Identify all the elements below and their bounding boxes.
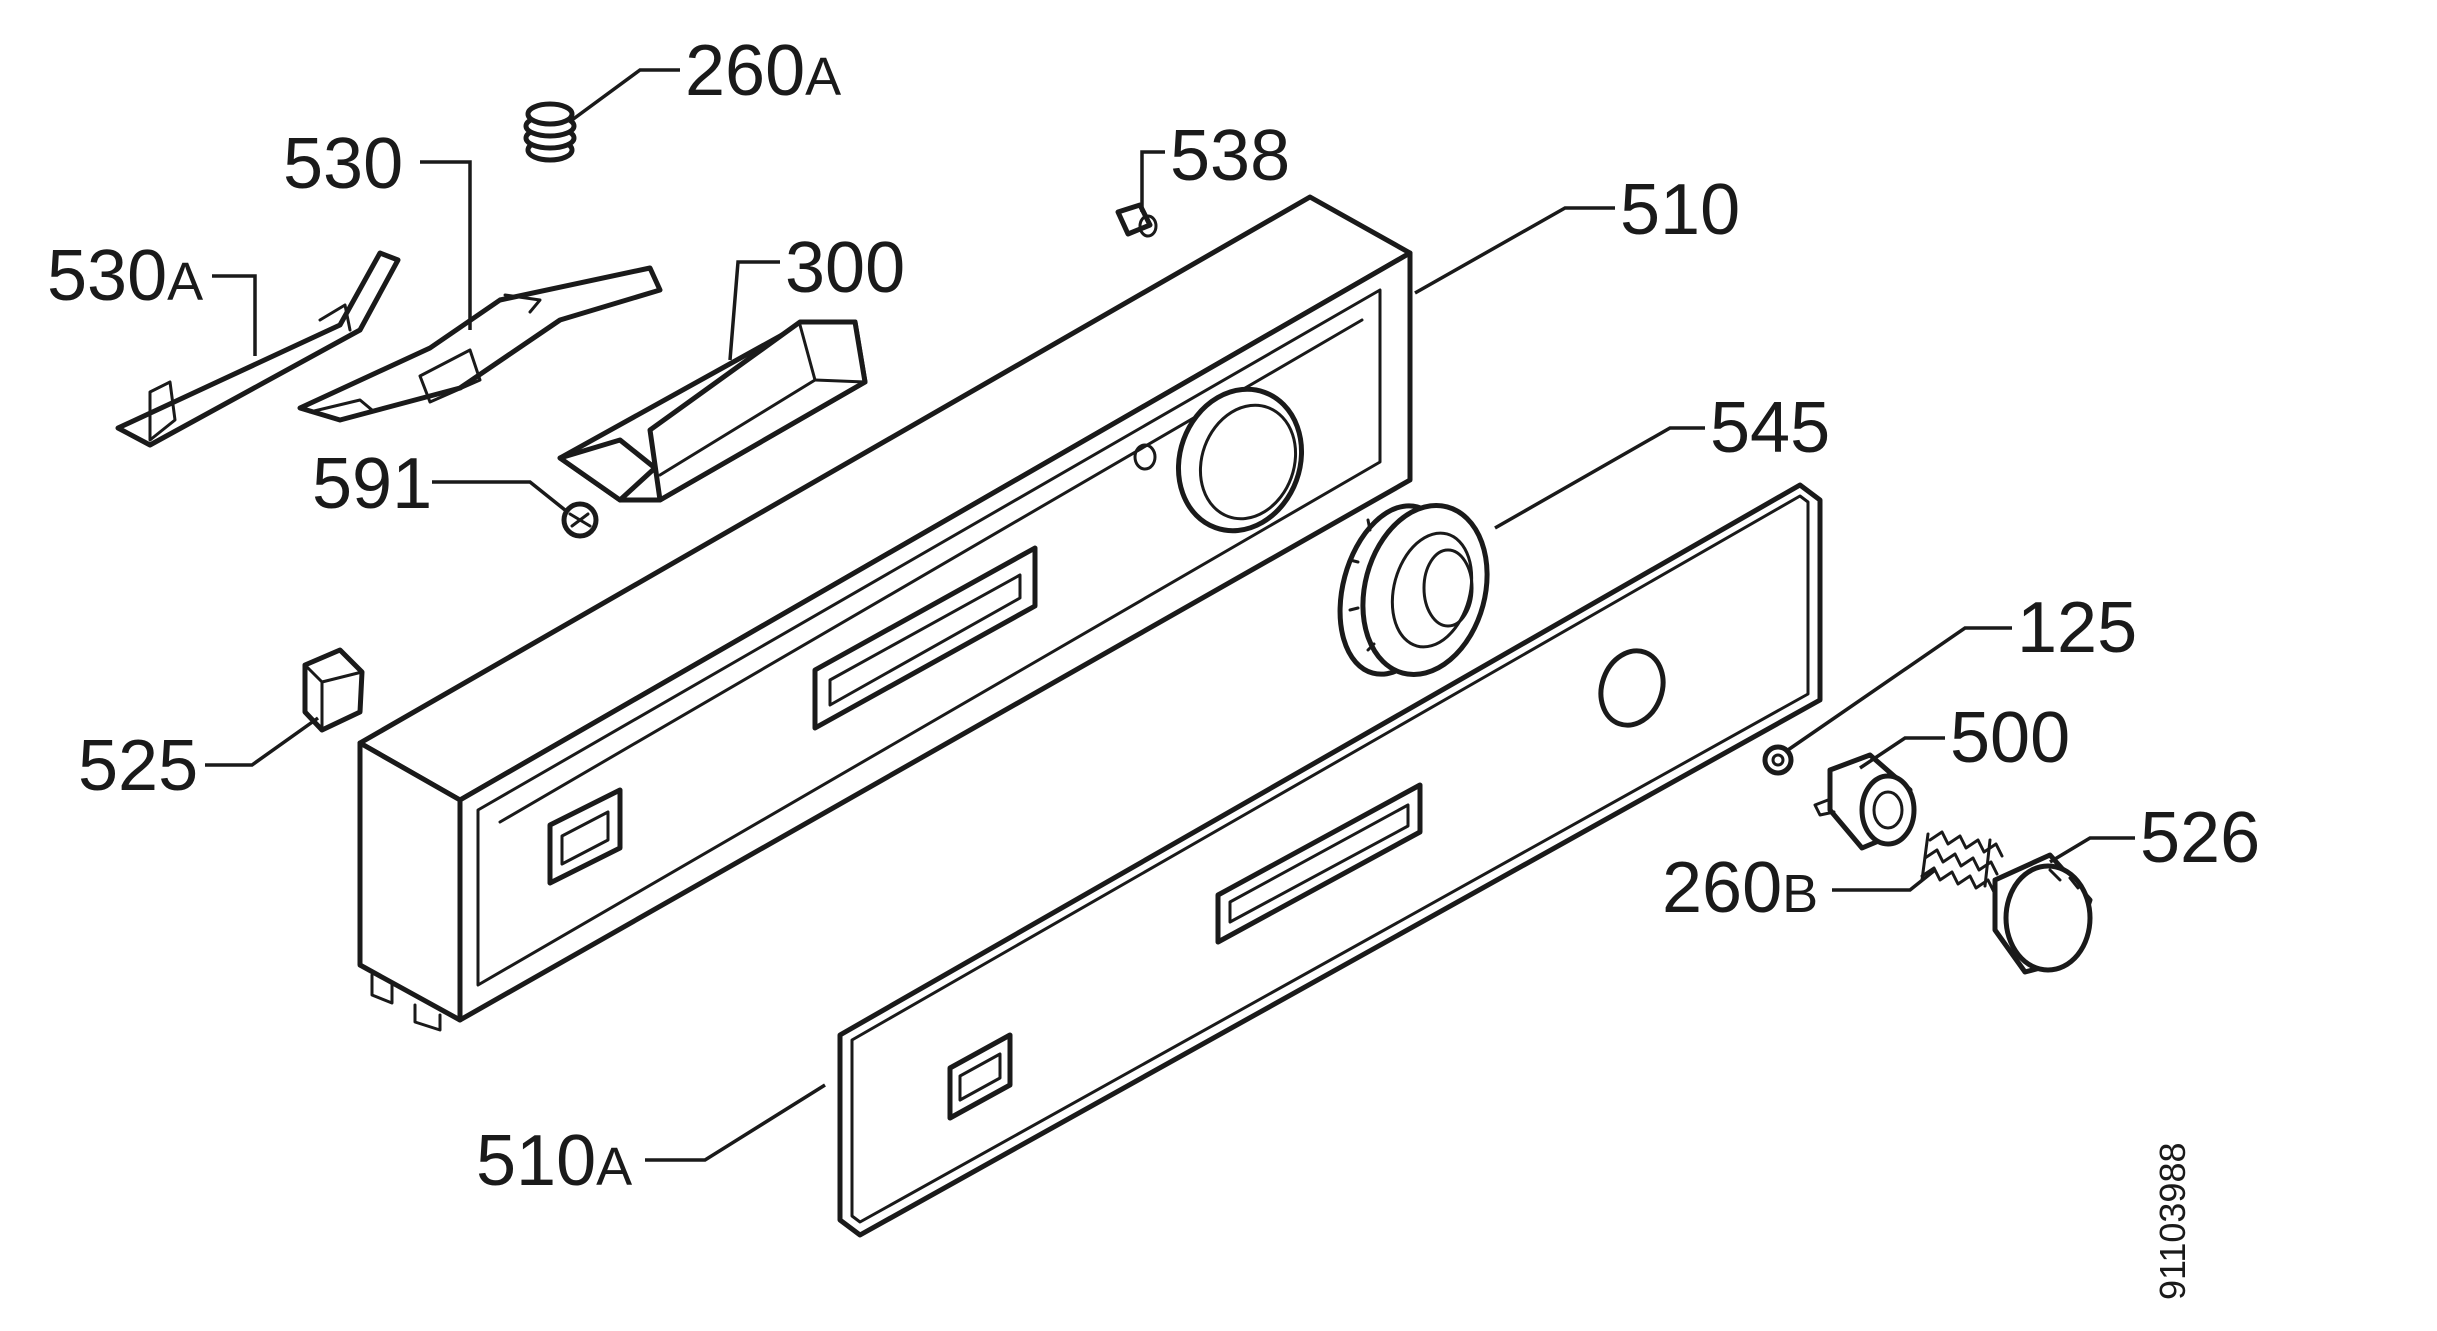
spring-260b xyxy=(1920,830,2004,894)
label-526: 526 xyxy=(2140,798,2260,878)
switch-lever xyxy=(297,265,663,423)
shaft-adapter-500 xyxy=(1813,752,1917,851)
part-labels: 260A 530 530A 300 591 538 510 545 525 12… xyxy=(47,31,2260,1201)
clip-538 xyxy=(1115,202,1158,238)
label-510: 510 xyxy=(1620,170,1740,250)
leader-lines xyxy=(205,68,2135,1162)
label-525: 525 xyxy=(78,726,198,806)
label-260b: 260B xyxy=(1662,848,1818,928)
spring-260a xyxy=(523,101,577,163)
control-panel-housing xyxy=(357,194,1413,1032)
nut-125 xyxy=(1762,744,1794,776)
label-500: 500 xyxy=(1950,698,2070,778)
label-545: 545 xyxy=(1710,388,1830,468)
document-number: 91103988 xyxy=(2152,1143,2193,1301)
knob-526 xyxy=(1992,852,2093,975)
push-button-block xyxy=(557,319,868,503)
switch-lever-a xyxy=(115,250,401,448)
fascia-plate xyxy=(837,482,1823,1238)
label-591: 591 xyxy=(312,444,432,524)
screw-591 xyxy=(561,501,599,539)
label-260a: 260A xyxy=(685,31,841,111)
label-530a: 530A xyxy=(47,236,203,316)
label-300: 300 xyxy=(785,228,905,308)
selector-bezel xyxy=(1337,502,1490,678)
label-510a: 510A xyxy=(476,1121,632,1201)
label-530: 530 xyxy=(283,124,403,204)
label-125: 125 xyxy=(2017,588,2137,668)
cap-525 xyxy=(302,647,365,733)
label-538: 538 xyxy=(1170,116,1290,196)
